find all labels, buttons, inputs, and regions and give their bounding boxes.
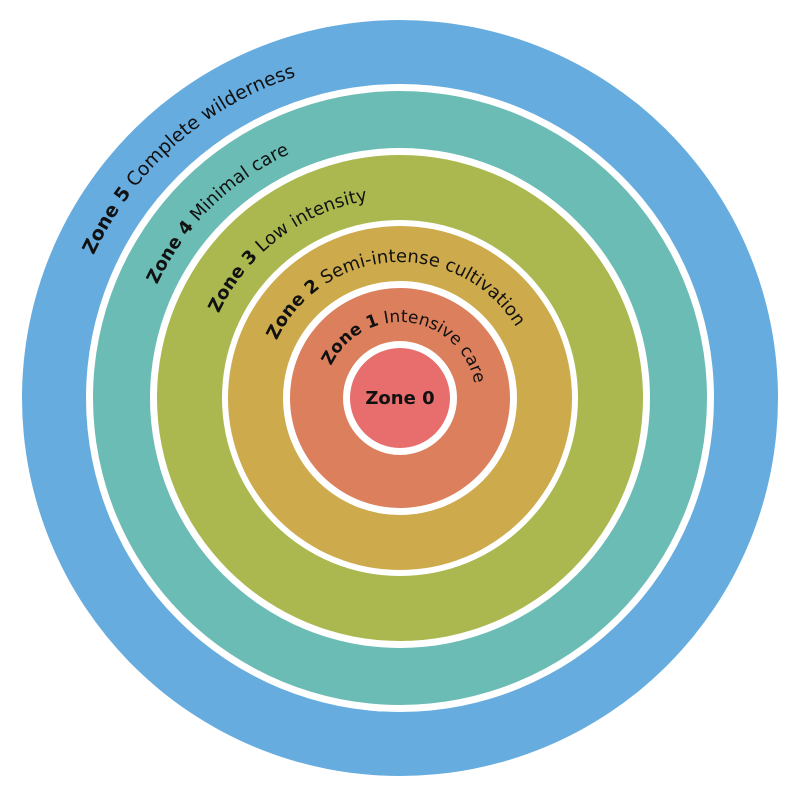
zone-0-label: Zone 0 xyxy=(365,388,434,409)
zone-0-circle xyxy=(350,348,450,448)
